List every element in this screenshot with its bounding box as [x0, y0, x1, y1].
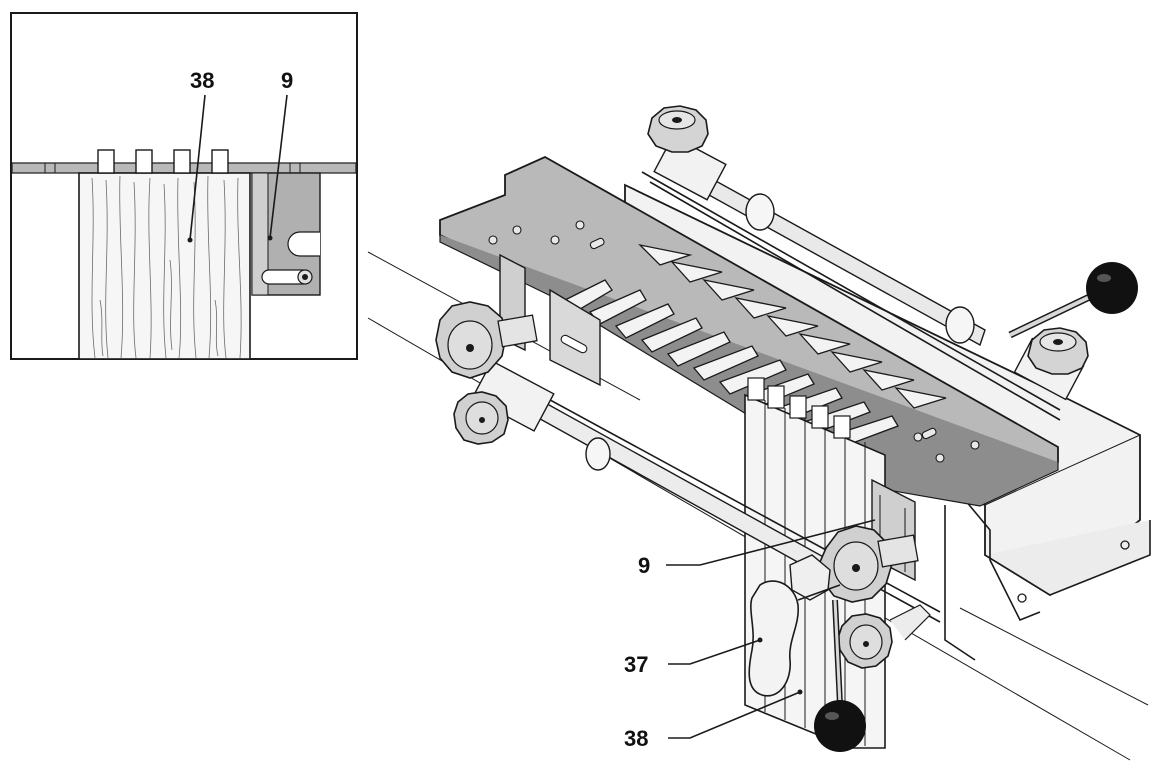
rear-left-knob	[647, 105, 709, 153]
right-upper-knob	[819, 525, 919, 603]
rear-right-knob	[1027, 327, 1089, 375]
inset-label-9: 9	[281, 68, 293, 93]
template-slots	[563, 243, 947, 451]
inset-leader-9	[269, 94, 288, 239]
inset-wood-grain	[91, 175, 242, 359]
leader-38	[668, 691, 801, 739]
left-upper-knob	[435, 301, 538, 379]
inset-detail: 38 9	[10, 12, 358, 360]
label-37: 37	[624, 652, 648, 677]
main-callouts: 9 37 38	[624, 519, 876, 751]
inset-label-38: 38	[190, 68, 214, 93]
inset-leader-38	[189, 94, 206, 241]
inset-pins	[97, 149, 229, 174]
template-holes	[488, 220, 980, 463]
dovetail-template-plate	[439, 155, 1059, 507]
label-9: 9	[638, 553, 650, 578]
left-lower-knob	[453, 391, 509, 445]
jig-assembly: 9 37 38	[367, 105, 1151, 761]
label-38: 38	[624, 726, 648, 751]
right-lower-knob	[837, 604, 931, 669]
clamp-lever	[748, 554, 841, 697]
rear-lever-handle	[1008, 262, 1138, 339]
inset-stop-bracket	[251, 172, 321, 296]
bottom-lever-handle	[814, 599, 866, 752]
leader-37	[668, 639, 761, 665]
leader-9	[666, 519, 876, 566]
